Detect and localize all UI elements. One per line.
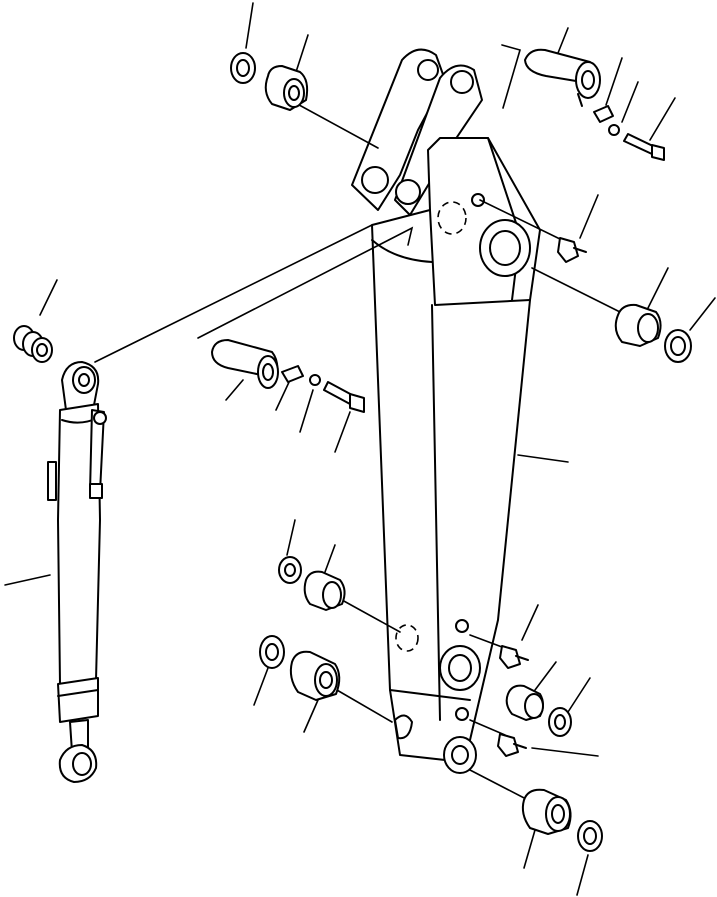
bushing [614, 303, 662, 347]
lock-plate [281, 365, 304, 383]
dust-seal [664, 329, 692, 363]
pin [524, 48, 601, 107]
dust-seal [230, 52, 256, 84]
washer [608, 124, 620, 136]
grease-fitting [557, 237, 587, 263]
washer [309, 374, 321, 386]
shim-set [13, 325, 53, 363]
leader-lines [4, 2, 716, 896]
arm-cylinder [47, 361, 107, 783]
pin [211, 339, 279, 389]
bushing [521, 788, 572, 835]
bolt [323, 381, 365, 413]
bolt [623, 133, 665, 161]
dust-seal [577, 820, 603, 852]
arm [351, 48, 541, 774]
dust-seal [548, 707, 572, 737]
grease-fitting [499, 645, 529, 669]
bushing [505, 684, 544, 721]
grease-fitting [497, 733, 527, 757]
lock-plate [593, 105, 614, 123]
bushing [303, 570, 346, 611]
bushing [289, 650, 341, 701]
dust-seal [259, 635, 285, 669]
dust-seal [278, 556, 302, 584]
bushing [264, 65, 309, 111]
